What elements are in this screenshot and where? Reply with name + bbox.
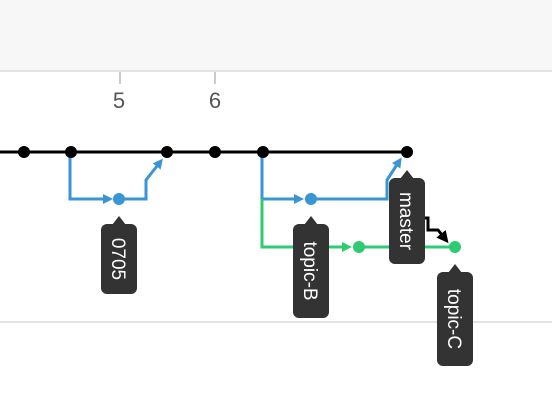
commit-dot[interactable]	[65, 146, 77, 158]
branch-0705-merge	[119, 158, 163, 201]
commit-dot[interactable]	[257, 146, 269, 158]
commit-dot[interactable]	[209, 146, 221, 158]
branch-topic-b-out	[260, 152, 304, 204]
tag-master[interactable]: master	[389, 170, 425, 264]
commit-dot-topic-c[interactable]	[449, 241, 461, 253]
branch-topic-b-merge	[310, 157, 402, 201]
tag-0705[interactable]: 0705	[101, 216, 137, 294]
tag-topic-c-label: topic-C	[443, 289, 464, 349]
commit-dot-green[interactable]	[353, 241, 365, 253]
commit-dot-master[interactable]	[401, 146, 413, 158]
tick-label-6: 6	[209, 88, 221, 113]
bottom-rule	[0, 321, 552, 323]
tick-label-5: 5	[113, 88, 125, 113]
branch-0705-out	[68, 152, 113, 204]
tag-topic-b[interactable]: topic-B	[293, 216, 329, 318]
header-band	[0, 0, 552, 72]
tag-master-label: master	[395, 192, 416, 251]
commit-dot[interactable]	[161, 146, 173, 158]
tag-topic-c[interactable]: topic-C	[437, 264, 473, 366]
commit-dot[interactable]	[18, 146, 30, 158]
commit-dot-0705[interactable]	[113, 193, 125, 205]
tag-0705-label: 0705	[107, 238, 128, 280]
commit-dot-topic-b[interactable]	[305, 193, 317, 205]
tag-topic-b-label: topic-B	[299, 241, 320, 300]
